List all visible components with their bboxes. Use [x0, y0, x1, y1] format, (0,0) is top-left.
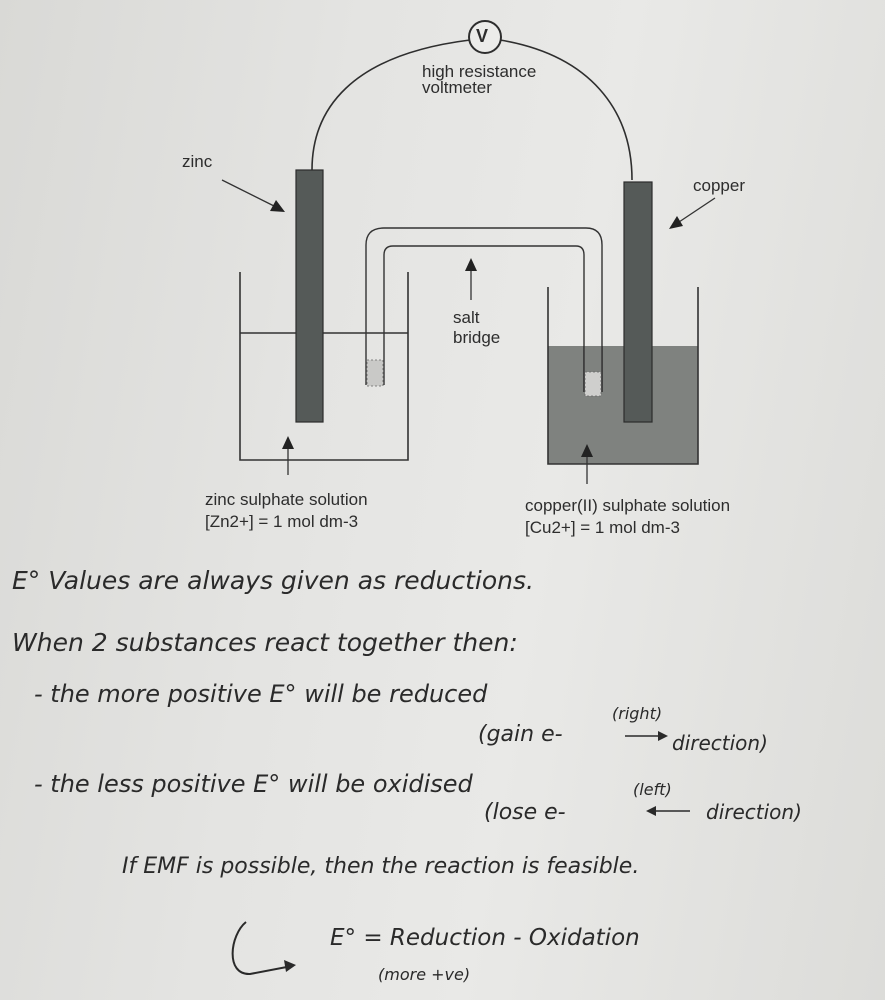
note-right-word: (right)	[612, 704, 663, 723]
zinc-beaker	[239, 272, 409, 461]
zinc-pointer	[221, 179, 279, 209]
note-line-3: - the more positive E° will be reduced	[34, 680, 488, 708]
salt-bridge-inner	[383, 245, 585, 392]
salt-bridge-label-line2: bridge	[453, 328, 501, 347]
note-more-positive: (more +ve)	[378, 965, 471, 984]
note-lose-electrons: (lose e-	[484, 800, 566, 825]
note-line-7: If EMF is possible, then the reaction is…	[122, 854, 640, 879]
note-gain-electrons: (gain e-	[478, 722, 563, 747]
voltmeter	[468, 20, 502, 54]
voltmeter-label-line1: high resistance	[422, 62, 537, 81]
external-wire	[311, 39, 471, 171]
zinc-electrode	[295, 169, 324, 423]
salt-bridge-label-line1: salt	[453, 308, 480, 327]
copper-pointer	[675, 197, 716, 225]
copper-beaker	[547, 287, 699, 465]
note-left-word: (left)	[633, 780, 672, 799]
voltmeter-symbol: V	[476, 26, 489, 46]
note-line-1: E° Values are always given as reductions…	[12, 566, 534, 595]
note-left-direction: direction)	[706, 800, 802, 824]
copper-solution-label: copper(II) sulphate solution	[525, 496, 731, 515]
note-equation: E° = Reduction - Oxidation	[330, 925, 640, 951]
salt-bridge-plug-left	[366, 359, 384, 387]
copper-label: copper	[693, 176, 745, 195]
note-line-5: - the less positive E° will be oxidised	[34, 770, 473, 798]
salt-bridge-outer	[365, 227, 603, 392]
zinc-label: zinc	[182, 152, 213, 171]
zinc-solution-label: zinc sulphate solution	[205, 490, 368, 509]
copper-sulphate-solution	[548, 346, 698, 464]
copper-electrode	[623, 181, 653, 423]
note-line-2: When 2 substances react together then:	[12, 628, 518, 657]
hook-arrow	[231, 921, 293, 976]
zinc-concentration-label: [Zn2+] = 1 mol dm-3	[205, 512, 359, 531]
voltmeter-label-line2: voltmeter	[422, 78, 492, 97]
note-right-direction: direction)	[672, 731, 768, 755]
external-wire-right	[499, 39, 633, 181]
salt-bridge-plug-right	[584, 371, 602, 397]
copper-concentration-label: [Cu2+] = 1 mol dm-3	[525, 518, 680, 537]
